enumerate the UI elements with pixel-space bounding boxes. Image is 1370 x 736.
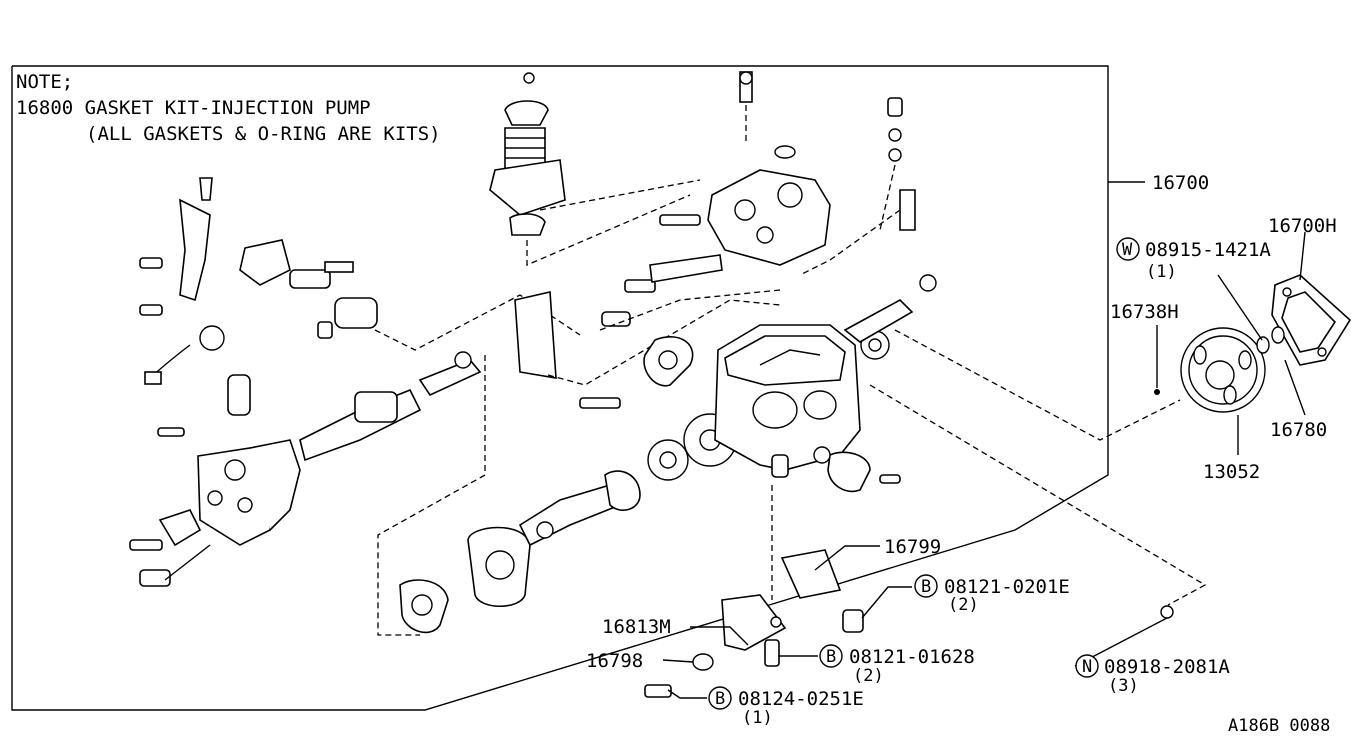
fastener-n-code: 08918-2081A xyxy=(1104,656,1230,678)
fastener-w-08915: W 08915-1421A (1) xyxy=(1116,237,1271,282)
assembly-frame xyxy=(11,65,1109,711)
note-heading: NOTE; xyxy=(16,71,73,93)
fastener-w-code: 08915-1421A xyxy=(1145,239,1271,261)
fastener-b3-qty: (1) xyxy=(742,708,773,728)
washer-symbol-icon xyxy=(1116,237,1140,261)
part-label-16813m: 16813M xyxy=(602,616,671,638)
fastener-b1-code: 08121-0201E xyxy=(944,576,1070,598)
part-label-13052: 13052 xyxy=(1203,461,1260,483)
fastener-b2-qty: (2) xyxy=(853,666,884,686)
fastener-b-08121-0201e: B 08121-0201E (2) xyxy=(914,574,1070,615)
part-label-16700: 16700 xyxy=(1152,172,1209,194)
part-label-16780: 16780 xyxy=(1270,419,1327,441)
fastener-b2-code: 08121-01628 xyxy=(849,646,975,668)
part-label-16798: 16798 xyxy=(586,650,643,672)
part-label-16799: 16799 xyxy=(884,536,941,558)
fastener-b1-symbol: B xyxy=(921,577,931,597)
fastener-w-qty: (1) xyxy=(1146,262,1177,282)
governor-linkage-group xyxy=(239,239,781,386)
drive-gear-group xyxy=(869,274,1352,619)
fastener-b2-symbol: B xyxy=(826,647,836,667)
bolt-symbol-icon xyxy=(819,644,843,668)
bolt-symbol-icon xyxy=(708,686,732,710)
note-kit-detail: (ALL GASKETS & O-RING ARE KITS) xyxy=(86,123,441,145)
fastener-b-08124-0251e: B 08124-0251E (1) xyxy=(708,686,864,728)
pump-body xyxy=(714,97,937,492)
fastener-b3-code: 08124-0251E xyxy=(738,688,864,710)
part-label-16738h: 16738H xyxy=(1110,301,1179,323)
fastener-b-08121-01628: B 08121-01628 (2) xyxy=(819,644,975,686)
rear-housing-group xyxy=(129,177,301,587)
fastener-n-symbol: N xyxy=(1082,657,1092,677)
fastener-b3-symbol: B xyxy=(715,689,725,709)
bracket-group xyxy=(644,485,864,698)
nut-symbol-icon xyxy=(1075,654,1099,678)
drive-shaft-group xyxy=(299,336,737,636)
fastener-b1-qty: (2) xyxy=(948,595,979,615)
diagram-id: A186B 0088 xyxy=(1228,716,1330,736)
fastener-n-qty: (3) xyxy=(1108,676,1139,696)
bolt-symbol-icon xyxy=(914,574,938,598)
note-kit-title: 16800 GASKET KIT-INJECTION PUMP xyxy=(16,97,371,119)
part-label-16700h: 16700H xyxy=(1268,215,1337,237)
fastener-w-symbol: W xyxy=(1122,240,1133,260)
fastener-n-08918: N 08918-2081A (3) xyxy=(1075,654,1230,696)
top-cover-group xyxy=(489,71,831,331)
